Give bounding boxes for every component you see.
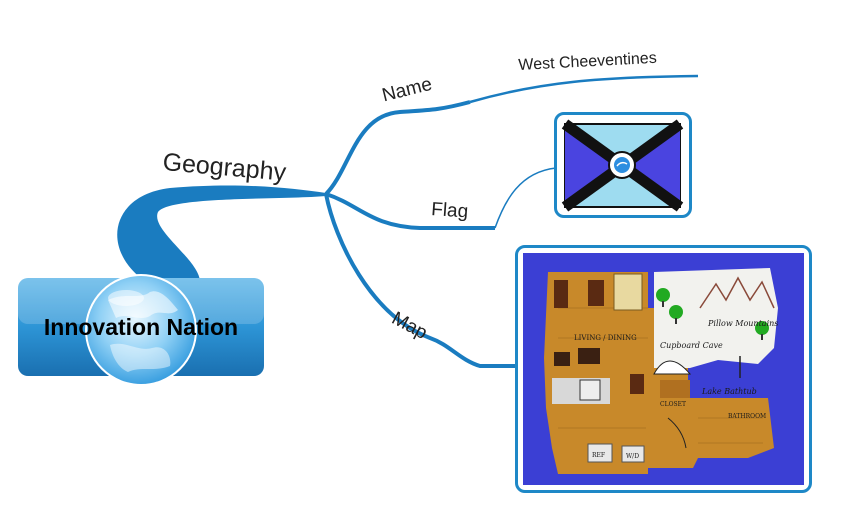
map-label-lake-bathtub: Lake Bathtub — [701, 387, 757, 396]
map-image-frame[interactable]: LIVING / DINING Pillow Mountains Cupboar… — [515, 245, 812, 493]
map-label-wd: W/D — [626, 453, 639, 460]
flag-image-connector — [494, 167, 557, 229]
central-topic-label[interactable]: Innovation Nation — [43, 314, 239, 340]
map-label-pillow-mountains: Pillow Mountains — [707, 319, 778, 328]
name-branch-line — [324, 100, 471, 196]
flag-subtopic-label[interactable]: Flag — [430, 199, 469, 223]
geography-branch-connector — [117, 185, 326, 282]
map-label-cupboard-cave: Cupboard Cave — [660, 341, 723, 350]
name-value-line — [469, 74, 699, 104]
flag-image — [561, 119, 684, 212]
cupboard-cave — [653, 360, 692, 375]
map-label-ref: REF — [592, 452, 605, 459]
map-label-bathroom: BATHROOM — [728, 413, 766, 420]
map-image: LIVING / DINING Pillow Mountains Cupboar… — [523, 253, 804, 485]
map-branch-line — [324, 193, 518, 368]
map-label-living-dining: LIVING / DINING — [574, 334, 637, 342]
map-label-closet: CLOSET — [660, 401, 686, 408]
pillow-mountains — [699, 276, 775, 309]
flag-image-frame[interactable] — [554, 112, 692, 218]
globe-icon — [85, 274, 197, 386]
flag-branch-line — [325, 192, 495, 230]
